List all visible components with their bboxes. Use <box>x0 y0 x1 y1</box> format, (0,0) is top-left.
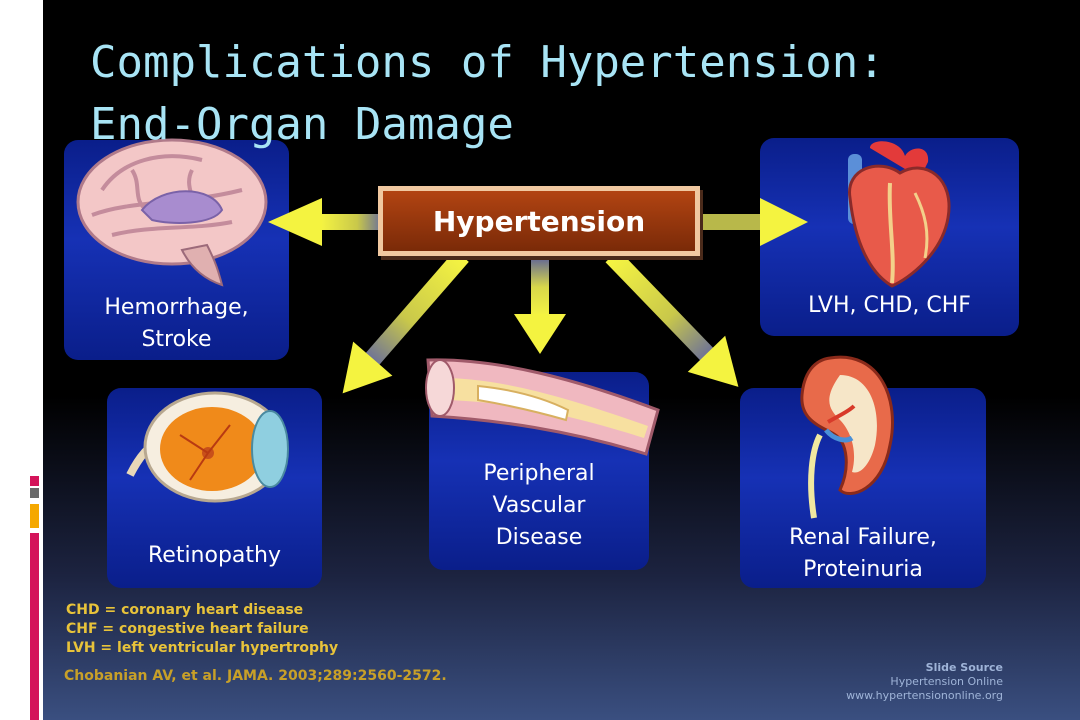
brain-label-line-1: Hemorrhage, <box>104 295 249 320</box>
eye-icon <box>126 391 289 503</box>
arrow-left <box>268 198 382 246</box>
source-url: www.hypertensiononline.org <box>846 689 1003 702</box>
abbreviation-lvh: LVH = left ventricular hypertrophy <box>66 640 339 656</box>
kidney-label: Renal Failure, Proteinuria <box>740 522 986 586</box>
source-heading: Slide Source <box>925 661 1003 674</box>
kidney-label-line-2: Proteinuria <box>803 557 923 582</box>
abbreviation-chd: CHD = coronary heart disease <box>66 602 304 618</box>
left-margin-strip <box>0 0 43 720</box>
title-line-1: Complications of Hypertension: <box>90 37 885 88</box>
vessel-label-line-3: Disease <box>495 525 583 550</box>
heart-icon <box>848 141 951 288</box>
vessel-label: Peripheral Vascular Disease <box>429 458 649 554</box>
source-name: Hypertension Online <box>890 675 1003 688</box>
slide-title: Complications of Hypertension: End-Organ… <box>90 32 990 156</box>
blood-vessel-icon <box>425 358 660 456</box>
kidney-icon <box>800 355 894 519</box>
brain-label-line-2: Stroke <box>141 327 212 352</box>
eye-label: Retinopathy <box>147 543 281 568</box>
brain-icon <box>76 138 268 287</box>
title-line-2: End-Organ Damage <box>90 99 514 150</box>
citation: Chobanian AV, et al. JAMA. 2003;289:2560… <box>64 668 447 684</box>
hypertension-label: Hypertension <box>383 191 695 251</box>
hypertension-box: Hypertension <box>378 186 700 256</box>
heart-label: LVH, CHD, CHF <box>808 293 971 318</box>
vessel-label-line-2: Vascular <box>492 493 586 518</box>
decor-bar <box>30 504 39 528</box>
abbreviation-chf: CHF = congestive heart failure <box>66 621 309 637</box>
slide <box>43 0 1080 720</box>
arrow-down-left <box>342 250 469 394</box>
arrow-right <box>700 198 808 246</box>
decor-bar <box>30 533 39 720</box>
vessel-label-line-1: Peripheral <box>483 461 595 486</box>
arrow-down-right <box>605 249 739 387</box>
brain-label: Hemorrhage, Stroke <box>64 292 289 356</box>
kidney-label-line-1: Renal Failure, <box>789 525 937 550</box>
arrow-down <box>514 256 566 354</box>
decor-bar <box>30 476 39 486</box>
decor-bar <box>30 488 39 498</box>
